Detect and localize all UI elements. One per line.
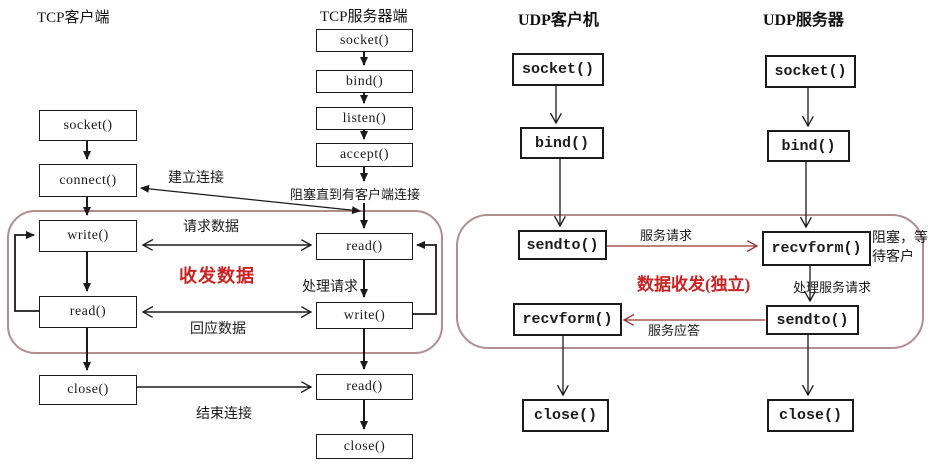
udp-server-bind-box: bind()	[767, 130, 850, 162]
label-process-service-request: 处理服务请求	[793, 280, 872, 295]
udp-server-close-box: close()	[767, 399, 854, 432]
tcp-client-write-box: write()	[39, 220, 137, 252]
label-response-data: 回应数据	[190, 322, 246, 337]
tcp-server-read1-box: read()	[316, 233, 413, 260]
tcp-client-title: TCP客户端	[37, 10, 110, 26]
label-block-wait-client: 阻塞，等待客户	[872, 231, 928, 265]
tcp-server-socket-box: socket()	[316, 29, 413, 52]
tcp-server-accept-box: accept()	[316, 143, 413, 167]
udp-server-socket-box: socket()	[765, 55, 856, 88]
tcp-client-close-box: close()	[39, 375, 137, 405]
udp-client-sendto-box: sendto()	[518, 230, 607, 260]
label-data-exchange-independent: 数据收发(独立)	[637, 275, 751, 294]
tcp-client-read-box: read()	[39, 296, 137, 328]
label-send-receive-data: 收发数据	[179, 266, 255, 286]
tcp-server-bind-box: bind()	[316, 70, 413, 93]
udp-server-sendto-box: sendto()	[766, 305, 859, 335]
label-block-until-client-connects: 阻塞直到有客户端连接	[290, 187, 421, 202]
tcp-server-listen-box: listen()	[316, 107, 413, 130]
udp-client-close-box: close()	[522, 399, 609, 432]
udp-client-bind-box: bind()	[520, 127, 604, 159]
label-end-connection: 结束连接	[196, 407, 252, 422]
label-service-request: 服务请求	[640, 228, 693, 243]
udp-client-socket-box: socket()	[512, 53, 604, 86]
tcp-server-write-box: write()	[316, 302, 413, 329]
udp-server-recvform-box: recvform()	[762, 231, 871, 266]
label-request-data: 请求数据	[183, 220, 239, 235]
tcp-client-connect-box: connect()	[39, 164, 137, 197]
tcp-server-title: TCP服务器端	[320, 9, 408, 25]
tcp-client-socket-box: socket()	[39, 110, 137, 141]
udp-data-exchange-zone	[456, 214, 924, 349]
label-service-reply: 服务应答	[648, 323, 701, 338]
tcp-server-close-box: close()	[316, 434, 413, 459]
udp-client-title: UDP客户机	[518, 12, 599, 29]
udp-client-recvform-box: recvform()	[513, 303, 622, 336]
label-process-request: 处理请求	[302, 280, 358, 295]
udp-server-title: UDP服务器	[763, 12, 844, 29]
tcp-server-read2-box: read()	[316, 374, 413, 400]
label-establish-connection: 建立连接	[168, 171, 224, 186]
